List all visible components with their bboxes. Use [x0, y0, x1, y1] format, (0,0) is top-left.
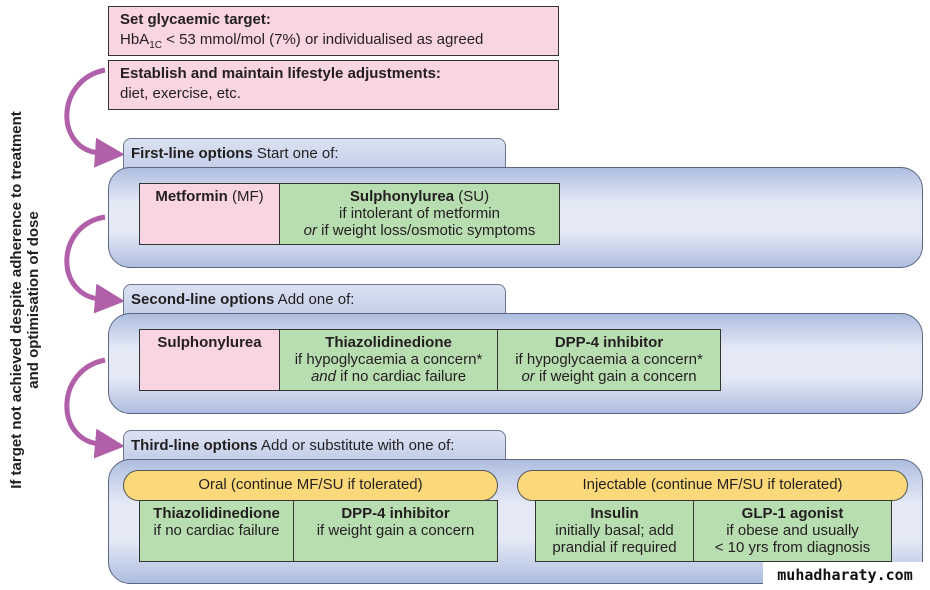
dpp4-cell: DPP-4 inhibitor if hypoglycaemia a conce…	[497, 329, 721, 391]
injectable-pill: Injectable (continue MF/SU if tolerated)	[517, 470, 908, 501]
lifestyle-box: Establish and maintain lifestyle adjustm…	[108, 60, 559, 110]
lifestyle-title: Establish and maintain lifestyle adjustm…	[120, 65, 441, 82]
side-label-line2: and optimisation of dose	[25, 211, 42, 389]
side-label: If target not achieved despite adherence…	[8, 90, 42, 510]
arrow-to-first-line	[64, 67, 125, 168]
metformin-cell: Metformin (MF)	[139, 183, 280, 245]
sulphonylurea-cell: Sulphonylurea (SU) if intolerant of metf…	[279, 183, 560, 245]
arrow-to-second-line	[64, 214, 125, 314]
oral-pill: Oral (continue MF/SU if tolerated)	[123, 470, 498, 501]
watermark: muhadharaty.com	[763, 562, 927, 588]
arrows	[64, 67, 125, 459]
target-text: HbA1C < 53 mmol/mol (7%) or individualis…	[120, 31, 484, 51]
first-line-tab: First-line options Start one of:	[123, 138, 506, 168]
third-line-tab: Third-line options Add or substitute wit…	[123, 430, 506, 460]
sulphonylurea-second-cell: Sulphonylurea	[139, 329, 280, 391]
target-title: Set glycaemic target:	[120, 11, 271, 28]
thiazolidinedione-cell: Thiazolidinedione if hypoglycaemia a con…	[279, 329, 498, 391]
glycaemic-target-box: Set glycaemic target: HbA1C < 53 mmol/mo…	[108, 6, 559, 56]
side-label-line1: If target not achieved despite adherence…	[8, 111, 25, 489]
arrow-to-third-line	[64, 357, 125, 459]
lifestyle-text: diet, exercise, etc.	[120, 85, 241, 102]
second-line-tab: Second-line options Add one of:	[123, 284, 506, 314]
